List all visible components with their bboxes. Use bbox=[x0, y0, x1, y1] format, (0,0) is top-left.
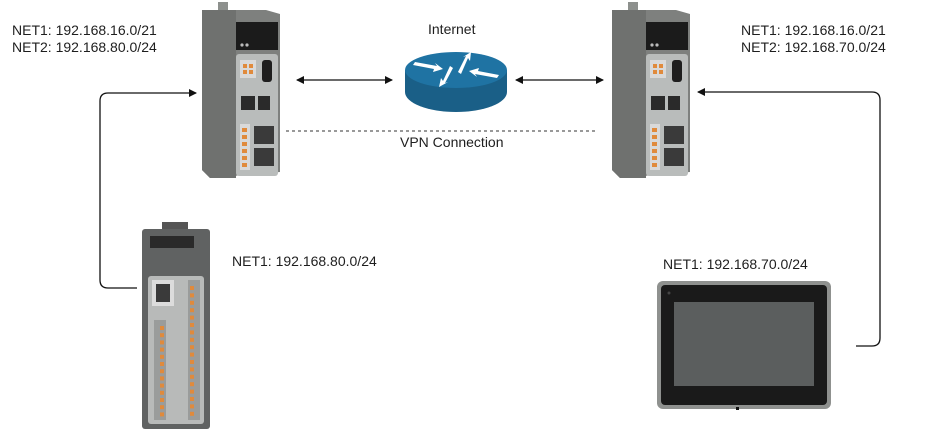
left-gateway-net2-label: NET2: 192.168.80.0/24 bbox=[12, 39, 157, 55]
terminal-pin bbox=[190, 382, 194, 387]
terminal-pin bbox=[190, 360, 194, 364]
terminal-pin bbox=[190, 330, 194, 335]
terminal-pin bbox=[160, 369, 164, 374]
terminal-pin bbox=[190, 300, 194, 305]
terminal-pin bbox=[190, 389, 194, 394]
terminal-pin bbox=[160, 412, 164, 417]
terminal-pin bbox=[190, 374, 194, 379]
terminal-pin bbox=[190, 323, 194, 327]
terminal-pin bbox=[190, 308, 194, 313]
io-controller-device bbox=[142, 222, 210, 429]
terminal-pin bbox=[160, 405, 164, 410]
right-gateway-net2-label: NET2: 192.168.70.0/24 bbox=[741, 39, 886, 55]
terminal-pin bbox=[190, 293, 194, 298]
terminal-pin bbox=[160, 362, 164, 366]
hmi-net1-label: NET1: 192.168.70.0/24 bbox=[663, 256, 808, 272]
terminal-pin bbox=[160, 326, 164, 330]
hmi-panel-device bbox=[657, 281, 831, 410]
left-gateway-device bbox=[202, 2, 280, 178]
terminal-pin bbox=[190, 404, 194, 409]
terminal-pin bbox=[160, 354, 164, 359]
io-device-net1-label: NET1: 192.168.80.0/24 bbox=[232, 253, 377, 269]
terminal-pin bbox=[190, 397, 194, 401]
terminal-pin bbox=[190, 286, 194, 290]
right-gateway-net1-label: NET1: 192.168.16.0/21 bbox=[741, 22, 886, 38]
terminal-pin bbox=[160, 333, 164, 338]
terminal-pin bbox=[190, 315, 194, 320]
terminal-pin bbox=[160, 340, 164, 345]
link-io-to-left-gateway bbox=[99, 89, 197, 289]
terminal-pin bbox=[160, 347, 164, 352]
terminal-pin bbox=[190, 337, 194, 342]
terminal-pin bbox=[190, 345, 194, 350]
terminal-pin bbox=[190, 411, 194, 416]
terminal-pin bbox=[160, 376, 164, 381]
right-gateway-device bbox=[612, 2, 690, 178]
vpn-connection-label: VPN Connection bbox=[400, 134, 504, 150]
terminal-pin bbox=[160, 383, 164, 388]
link-hmi-to-right-gateway bbox=[697, 88, 881, 347]
terminal-pin bbox=[190, 367, 194, 372]
router-icon bbox=[405, 52, 507, 112]
left-gateway-net1-label: NET1: 192.168.16.0/21 bbox=[12, 22, 157, 38]
terminal-pin bbox=[160, 390, 164, 395]
terminal-pin bbox=[190, 352, 194, 357]
internet-label: Internet bbox=[428, 21, 476, 37]
terminal-pin bbox=[160, 398, 164, 402]
